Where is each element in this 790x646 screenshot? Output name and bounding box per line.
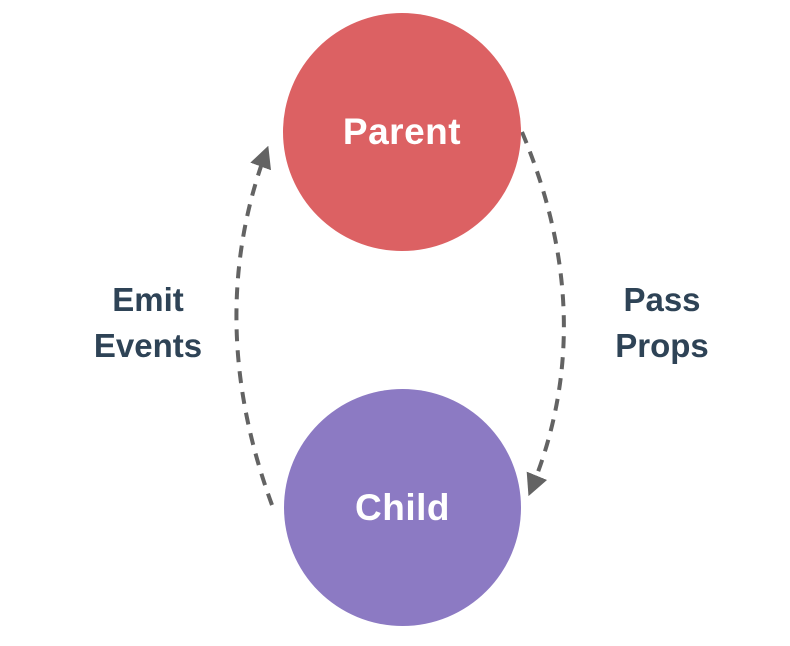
- emit-events-label: Emit Events: [93, 281, 203, 364]
- pass-props-arrow: [520, 131, 566, 497]
- parent-node: Parent: [283, 13, 521, 251]
- parent-node-label: Parent: [342, 111, 462, 152]
- pass-props-label: Pass Props: [615, 281, 709, 364]
- child-node-label: Child: [355, 486, 450, 528]
- emit-events-arrow: [234, 145, 274, 506]
- child-node: Child: [284, 389, 521, 626]
